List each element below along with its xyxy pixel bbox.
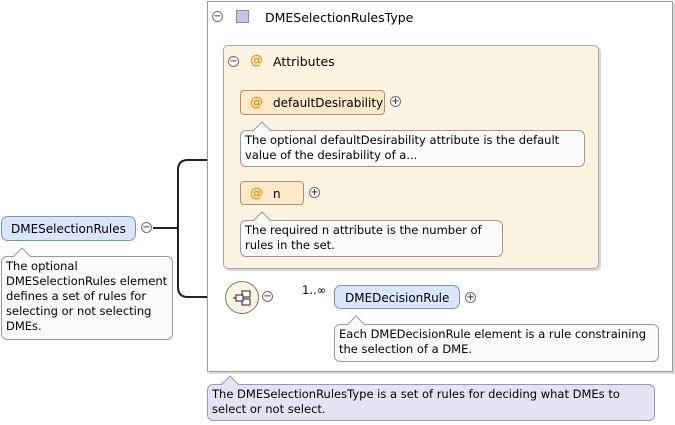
doc-pointer: [12, 247, 32, 258]
complex-type-icon: [236, 10, 249, 23]
type-doc: The DMESelectionRulesType is a set of ru…: [207, 384, 655, 421]
element-name: DMESelectionRules: [11, 222, 126, 236]
default-desirability-doc: The optional defaultDesirability attribu…: [240, 130, 585, 167]
doc-pointer: [252, 211, 272, 222]
attribute-at-icon: @: [250, 53, 263, 68]
attribute-default-desirability[interactable]: @ defaultDesirability: [240, 90, 385, 115]
cardinality-label: 1..∞: [302, 283, 327, 297]
sequence-icon: [233, 290, 251, 306]
attribute-n[interactable]: @ n: [240, 181, 304, 205]
attributes-label: Attributes: [273, 54, 335, 69]
expand-dme-decision-rule[interactable]: +: [465, 292, 476, 303]
doc-pointer: [252, 121, 272, 132]
attribute-at-icon: @: [250, 95, 263, 110]
dme-selection-rules-doc: The optional DMESelectionRules element d…: [1, 256, 173, 340]
element-name: DMEDecisionRule: [345, 291, 450, 305]
collapse-type-toggle[interactable]: −: [212, 11, 223, 22]
element-dme-selection-rules[interactable]: DMESelectionRules: [1, 216, 136, 241]
doc-pointer: [220, 375, 240, 386]
expand-n[interactable]: +: [309, 187, 320, 198]
doc-pointer: [346, 315, 366, 326]
type-title: DMESelectionRulesType: [265, 10, 414, 25]
expand-default-desirability[interactable]: +: [390, 96, 401, 107]
collapse-sequence-toggle[interactable]: −: [262, 291, 273, 302]
attribute-name: n: [273, 187, 281, 201]
sequence-compositor[interactable]: [225, 281, 259, 314]
collapse-dme-selection-rules[interactable]: −: [141, 222, 152, 233]
element-dme-decision-rule[interactable]: DMEDecisionRule: [334, 285, 460, 309]
n-doc: The required n attribute is the number o…: [240, 220, 503, 257]
collapse-attributes-toggle[interactable]: −: [228, 56, 239, 67]
dme-decision-rule-doc: Each DMEDecisionRule element is a rule c…: [334, 324, 659, 362]
attribute-at-icon: @: [250, 186, 263, 201]
attribute-name: defaultDesirability: [273, 96, 384, 110]
